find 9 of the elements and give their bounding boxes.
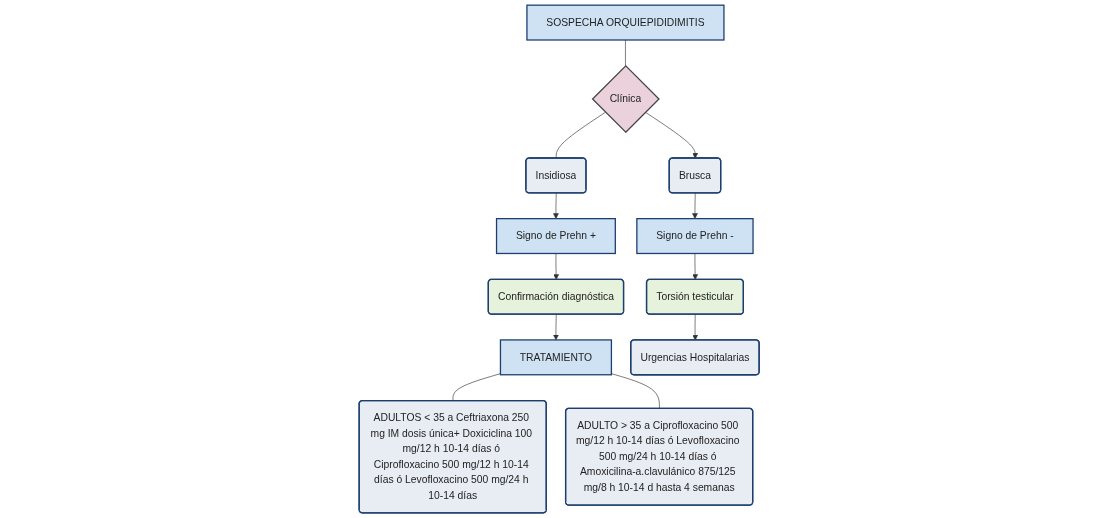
node-box: Signo de Prehn + (495, 218, 616, 255)
node-box: Signo de Prehn - (636, 218, 754, 255)
connector (624, 39, 626, 67)
connector (610, 373, 660, 409)
node-diamond: Clínica (591, 64, 660, 134)
node-box: TRATAMIENTO (499, 339, 612, 376)
node-box: SOSPECHA ORQUIEPIDIDIMITIS (526, 4, 725, 41)
connector (555, 111, 606, 159)
connector (452, 373, 501, 402)
